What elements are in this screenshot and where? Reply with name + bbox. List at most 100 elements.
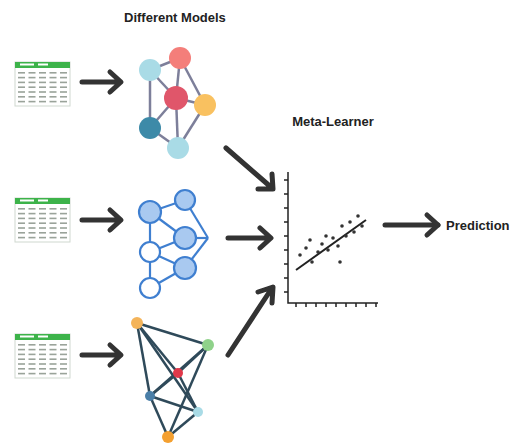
data-table	[60, 101, 67, 103]
data-table	[29, 86, 36, 88]
scatter-chart	[355, 303, 357, 307]
data-table	[39, 218, 46, 220]
graph-model	[137, 323, 198, 412]
data-table	[29, 91, 36, 93]
data-table	[39, 368, 46, 370]
output-arrow	[385, 215, 438, 235]
data-table	[50, 354, 57, 356]
scatter-chart	[316, 250, 320, 254]
data-table	[39, 358, 46, 360]
meta-learner-chart: Meta-Learner	[283, 112, 383, 310]
data-table	[39, 213, 46, 215]
data-table	[60, 344, 67, 346]
data-table	[18, 208, 25, 210]
data-table	[50, 363, 57, 365]
data-table	[60, 358, 67, 360]
data-table	[50, 208, 57, 210]
data-table	[29, 368, 36, 370]
data-table	[60, 82, 67, 84]
neural-network-model	[175, 190, 195, 210]
data-table	[60, 232, 67, 234]
data-table	[29, 232, 36, 234]
scatter-chart	[284, 207, 288, 209]
scatter-chart	[324, 234, 328, 238]
data-table	[39, 227, 46, 229]
graph-model	[173, 368, 183, 378]
neural-network-model	[174, 257, 196, 279]
data-table	[60, 96, 67, 98]
data-table	[29, 363, 36, 365]
graph-model	[131, 317, 214, 443]
data-table	[18, 101, 25, 103]
data-table	[18, 232, 25, 234]
data-table	[29, 72, 36, 74]
data-table	[29, 101, 36, 103]
data-table	[60, 227, 67, 229]
data-table	[39, 373, 46, 375]
data-table	[60, 86, 67, 88]
input-arrow	[82, 345, 121, 365]
scatter-chart	[284, 193, 288, 195]
network-model	[167, 137, 189, 159]
data-table	[15, 62, 70, 378]
network-model	[139, 47, 216, 159]
scatter-chart	[365, 303, 367, 307]
scatter-chart	[352, 230, 356, 234]
data-table	[50, 373, 57, 375]
data-table	[29, 208, 36, 210]
data-table	[18, 222, 25, 224]
neural-network-model	[174, 227, 196, 249]
scatter-chart	[284, 235, 288, 237]
data-table	[18, 237, 25, 239]
network-model	[164, 86, 188, 110]
scatter-chart	[340, 224, 344, 228]
data-table	[60, 77, 67, 79]
data-table	[38, 336, 48, 338]
scatter-chart	[295, 303, 297, 307]
data-table	[60, 91, 67, 93]
scatter-chart	[325, 303, 327, 307]
scatter-chart	[298, 253, 302, 257]
scatter-chart	[356, 214, 360, 218]
data-table	[60, 208, 67, 210]
scatter-chart	[298, 214, 364, 264]
data-table	[15, 198, 70, 242]
scatter-chart	[320, 242, 324, 246]
model-arrow	[226, 148, 273, 355]
data-table	[39, 222, 46, 224]
data-table	[15, 62, 70, 68]
node-label: Meta-Learner	[283, 114, 383, 129]
scatter-chart	[296, 220, 366, 270]
data-table	[39, 77, 46, 79]
network-model	[139, 59, 161, 81]
data-table	[29, 82, 36, 84]
neural-network-model	[140, 242, 160, 262]
data-table	[50, 344, 57, 346]
data-table	[50, 368, 57, 370]
data-table	[20, 64, 34, 66]
scatter-chart	[284, 179, 288, 181]
data-table	[29, 349, 36, 351]
data-table	[18, 218, 25, 220]
graph-model	[162, 431, 174, 443]
data-table	[29, 344, 36, 346]
data-table	[39, 232, 46, 234]
data-table	[39, 208, 46, 210]
data-table	[18, 358, 25, 360]
data-table	[29, 354, 36, 356]
graph-model	[168, 345, 208, 437]
data-table	[15, 334, 70, 340]
network-model	[169, 47, 191, 69]
data-table	[38, 64, 48, 66]
data-table	[20, 200, 34, 202]
input-arrow	[82, 72, 121, 365]
data-table	[29, 227, 36, 229]
scatter-chart	[344, 234, 348, 238]
data-table	[18, 227, 25, 229]
data-table	[29, 222, 36, 224]
neural-network-model	[139, 201, 161, 223]
scatter-chart	[338, 260, 342, 264]
data-table	[18, 96, 25, 98]
